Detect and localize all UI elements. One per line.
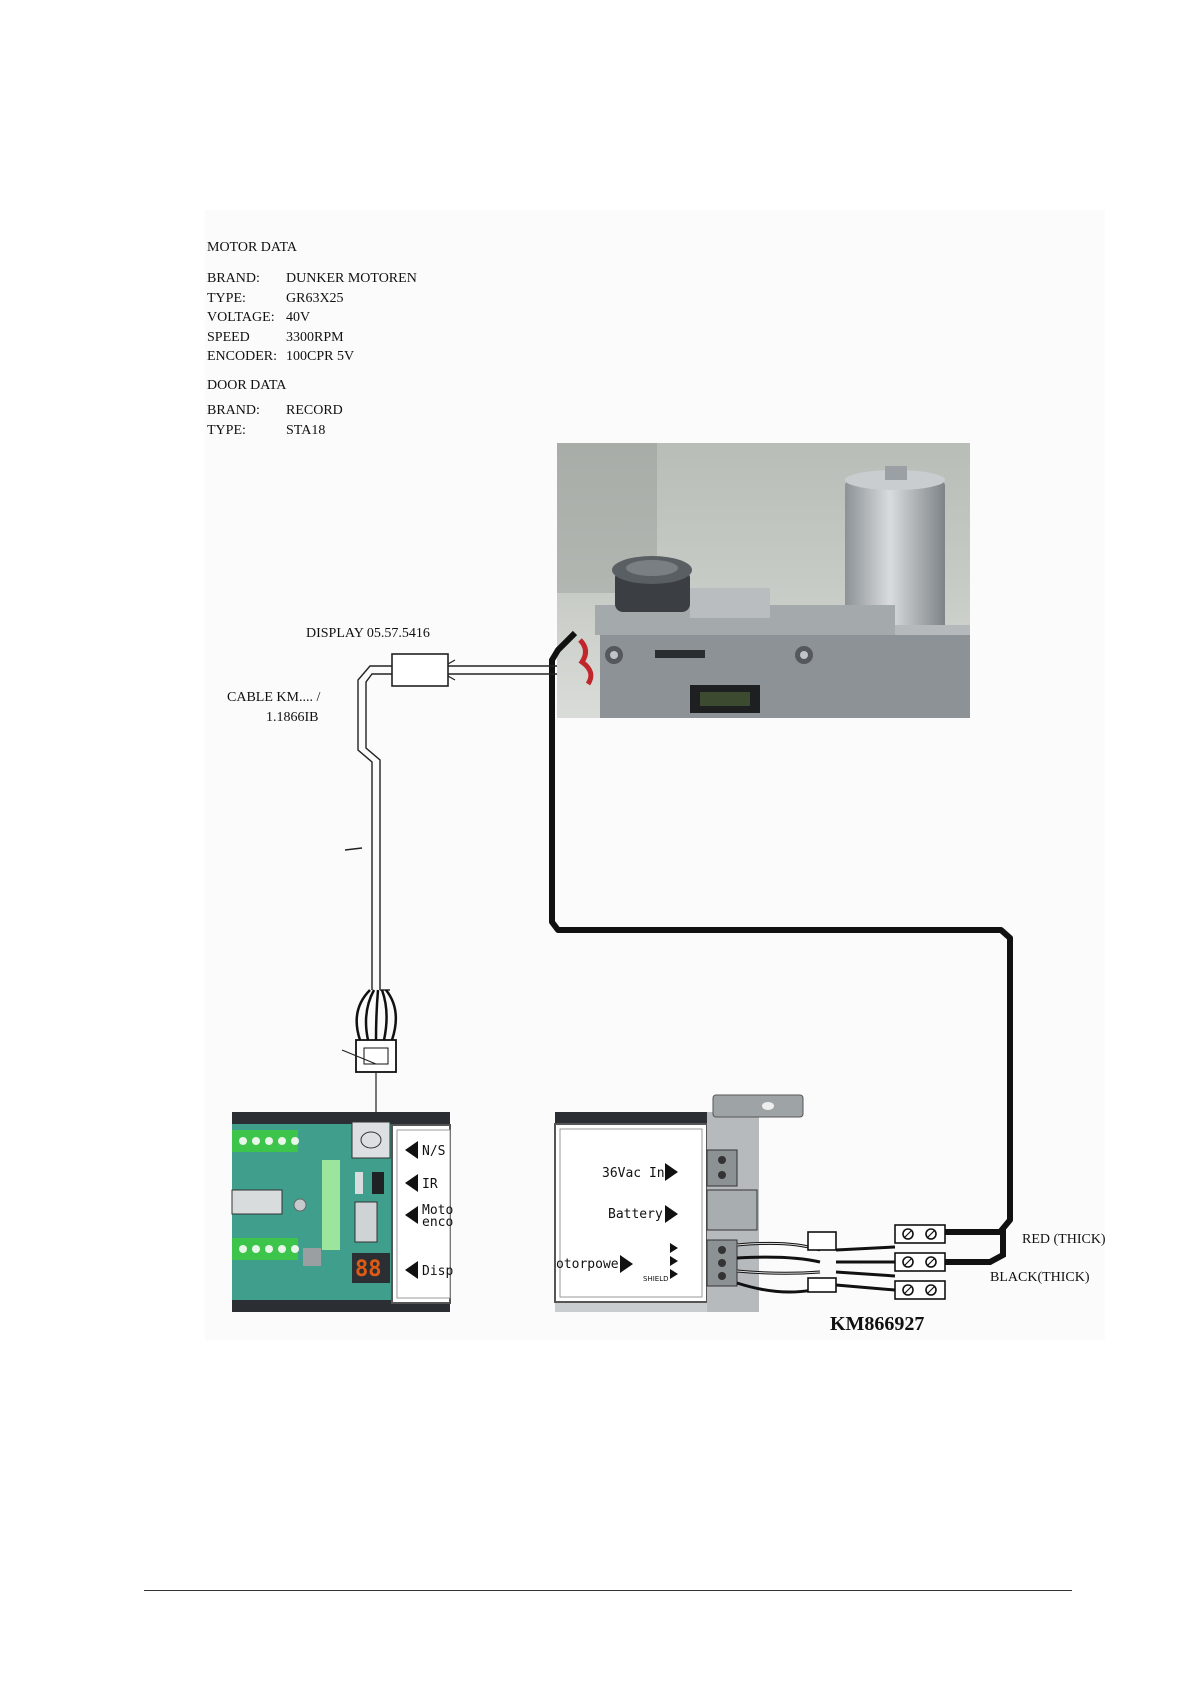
port-label-encoder: enco: [422, 1215, 453, 1230]
seven-segment-display: 88: [355, 1257, 382, 1282]
port-label-ns: N/S: [422, 1144, 445, 1159]
part-number: KM866927: [830, 1313, 924, 1336]
cable-label-line1: CABLE KM.... /: [227, 690, 320, 706]
left-controller-board: 88 N/S IR Moto enco Disp: [232, 1112, 453, 1312]
port-label-shield: SHIELD: [643, 1275, 668, 1283]
port-label-battery: Battery: [608, 1207, 663, 1222]
cable-label-line2: 1.1866IB: [266, 710, 319, 726]
black-wire-label: BLACK(THICK): [990, 1270, 1090, 1286]
red-wire-label: RED (THICK): [1022, 1232, 1106, 1248]
right-power-board: 36Vac In Battery otorpower SHIELD: [555, 1095, 895, 1312]
motor-photo: [557, 443, 970, 718]
port-label-ir: IR: [422, 1177, 438, 1192]
display-cable: [342, 654, 557, 1130]
port-label-motorpower: otorpower: [556, 1257, 627, 1272]
terminal-block: [895, 1225, 945, 1299]
port-label-display: Disp: [422, 1264, 453, 1279]
footer-divider: [144, 1590, 1072, 1591]
display-label: DISPLAY 05.57.5416: [306, 626, 430, 642]
port-label-36vac: 36Vac In: [602, 1166, 665, 1181]
